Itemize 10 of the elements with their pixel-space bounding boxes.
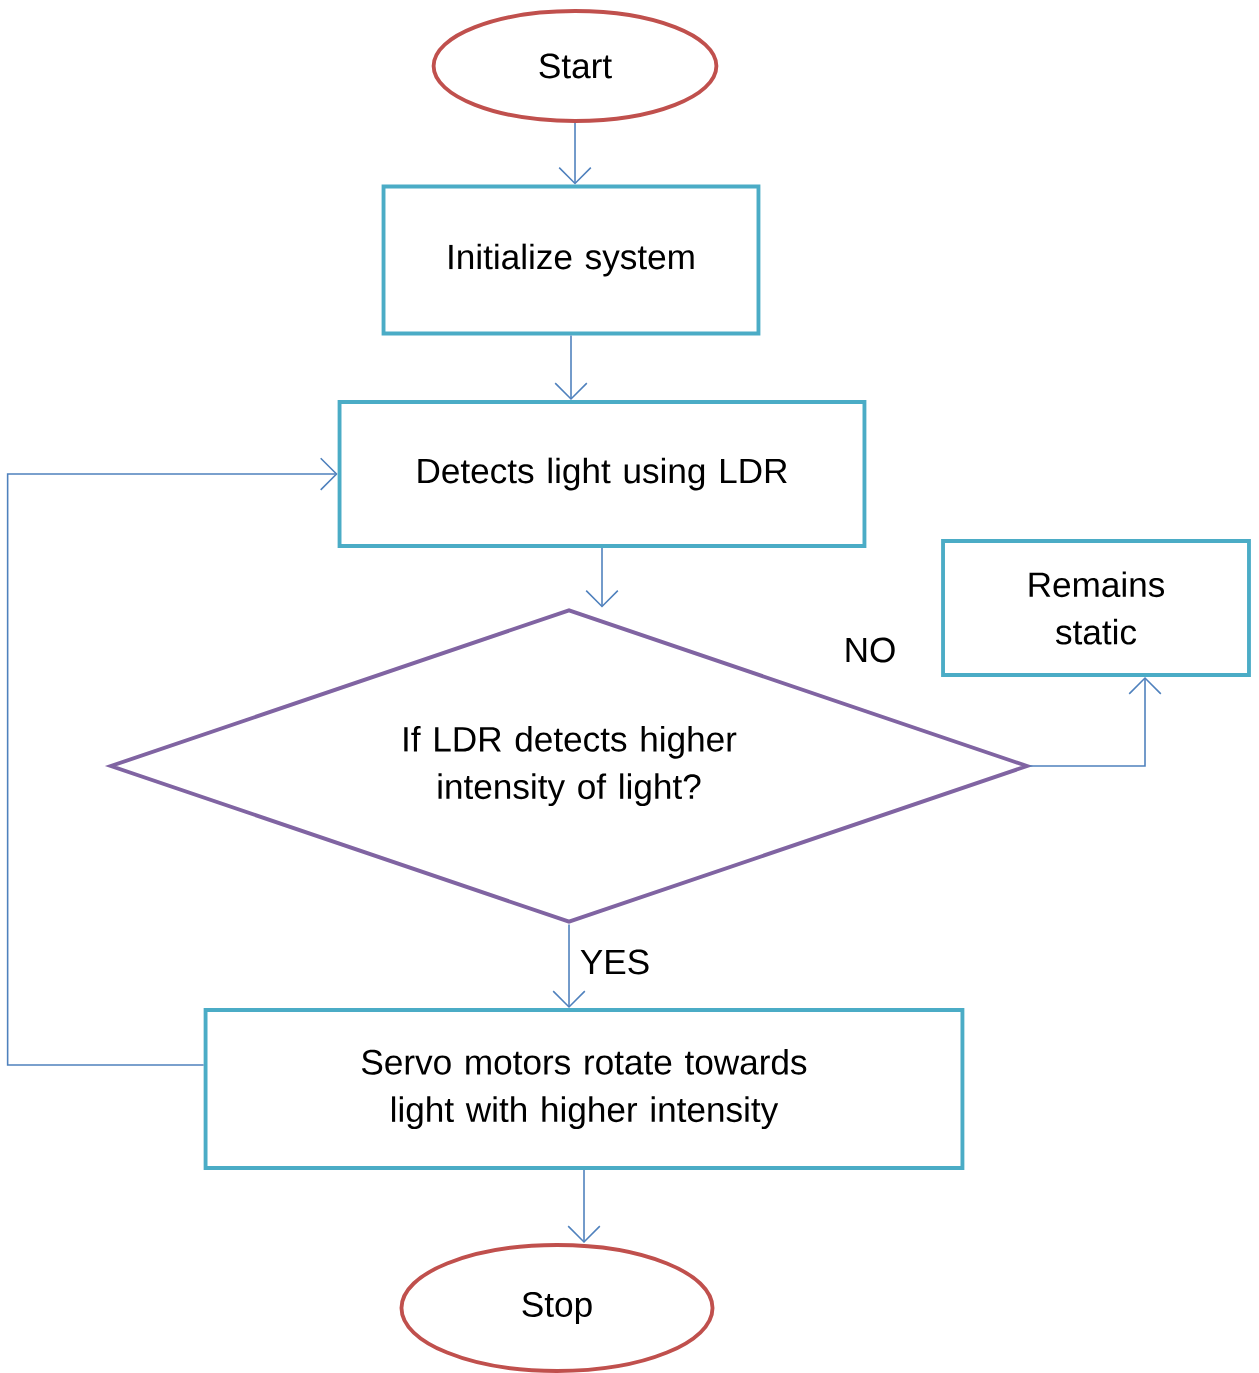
process-box: Initialize system <box>381 184 761 336</box>
process-box: Detects light using LDR <box>337 400 867 548</box>
arrow <box>1029 676 1162 767</box>
edge-label: NO <box>840 634 900 666</box>
arrow <box>567 1169 601 1244</box>
process-box: Remains static <box>941 539 1251 677</box>
process-box: Servo motors rotate towards light with higher intensity <box>203 1008 965 1170</box>
edge-label: YES <box>576 946 654 978</box>
arrow <box>6 457 338 1066</box>
arrow <box>552 923 586 1009</box>
